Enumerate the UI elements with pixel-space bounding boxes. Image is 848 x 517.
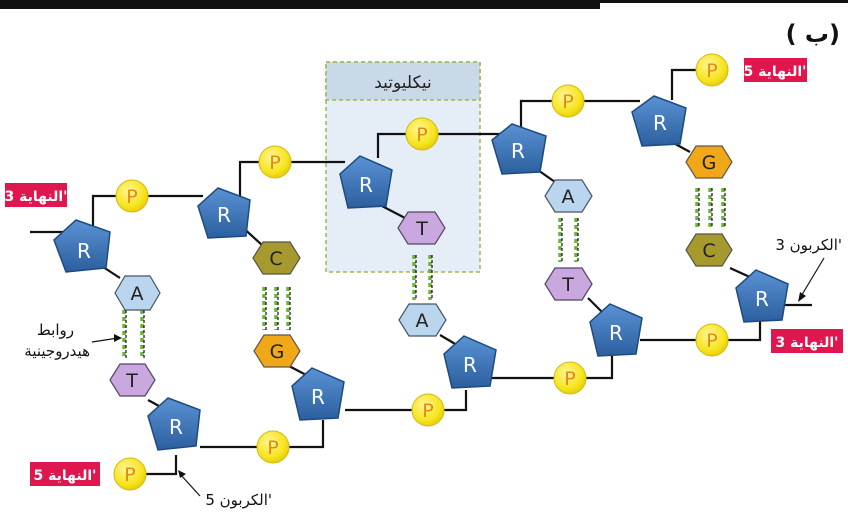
base-G-1: G <box>685 145 733 179</box>
carbon3-label: الكربون 3' <box>775 236 842 254</box>
phosphate-label: P <box>422 400 433 422</box>
sugar-label: R <box>609 321 623 345</box>
base-C-2: C <box>685 233 733 267</box>
sugar-groups: R R R R R R R R R R <box>53 95 789 451</box>
base-T-2: T <box>109 363 156 397</box>
hbonds-label-line1: روابط <box>37 321 74 339</box>
phosphate-10: P <box>695 323 729 357</box>
base-C-1: C <box>252 241 301 275</box>
base-label: C <box>702 240 715 262</box>
sugar-label: R <box>77 239 91 263</box>
base-T-3: T <box>544 267 593 301</box>
sugar-7: R <box>291 367 345 421</box>
end-label-text: النهاية 3' <box>776 335 839 351</box>
phosphate-label: P <box>564 368 575 390</box>
end-label-3-top-left: النهاية 3' <box>5 183 68 207</box>
phosphate-label: P <box>267 437 278 459</box>
bases: A C T A G C T G A T <box>109 145 733 397</box>
hydrogen-bonds <box>122 188 725 358</box>
base-label: A <box>416 310 429 332</box>
phosphate-3: P <box>405 117 439 151</box>
base-A-2: A <box>544 179 593 213</box>
annotation-hydrogen-bonds: روابط هيدروجينية <box>24 321 122 360</box>
annotation-carbon5: الكربون 5' <box>178 470 272 509</box>
phosphate-6: P <box>113 457 147 491</box>
phosphate-label: P <box>416 124 427 146</box>
phosphate-5: P <box>695 53 729 87</box>
base-label: G <box>270 341 285 363</box>
sugar-label: R <box>217 203 231 227</box>
phosphate-label: P <box>124 464 135 486</box>
base-label: G <box>702 152 717 174</box>
sugar-9: R <box>589 303 643 357</box>
sugar-2: R <box>197 187 251 239</box>
sugar-label: R <box>653 111 667 135</box>
base-T-1: T <box>397 211 446 245</box>
hbonds-label-line2: هيدروجينية <box>24 342 90 360</box>
phosphate-7: P <box>256 430 290 464</box>
end-label-text: النهاية 5' <box>744 64 807 80</box>
sugar-10: R <box>735 269 789 323</box>
end-label-text: النهاية 3' <box>5 189 68 205</box>
phosphate-label: P <box>706 60 717 82</box>
sugar-label: R <box>311 385 325 409</box>
sugar-label: R <box>511 139 525 163</box>
base-label: A <box>562 186 575 208</box>
base-label: T <box>125 370 138 392</box>
phosphate-2: P <box>258 145 292 179</box>
phosphate-4: P <box>551 84 585 118</box>
base-A-3: A <box>398 303 447 337</box>
carbon5-label: الكربون 5' <box>205 491 272 509</box>
phosphate-label: P <box>126 186 137 208</box>
base-G-2: G <box>253 334 301 368</box>
phosphate-label: P <box>706 330 717 352</box>
phosphate-9: P <box>553 361 587 395</box>
end-label-5-top-right: النهاية 5' <box>744 58 807 82</box>
top-border-bar-right <box>600 0 848 3</box>
phosphate-8: P <box>411 393 445 427</box>
sugar-4: R <box>491 123 547 175</box>
base-label: T <box>561 274 574 296</box>
phosphate-groups: P P P P P P P P P P <box>113 53 729 491</box>
annotation-carbon3: الكربون 3' <box>775 236 842 302</box>
top-border-bar <box>0 0 600 9</box>
sugar-label: R <box>359 173 373 197</box>
nucleotide-box-label: نيكليوتيد <box>374 73 432 93</box>
panel-label: ( ب) <box>786 20 840 48</box>
base-label: T <box>415 218 428 240</box>
sugar-3: R <box>339 155 393 209</box>
end-label-text: النهاية 5' <box>34 468 97 484</box>
end-label-3-bottom-right: النهاية 3' <box>771 329 843 353</box>
base-label: A <box>131 283 144 305</box>
sugar-1: R <box>53 219 111 273</box>
end-label-5-bottom-left: النهاية 5' <box>30 462 100 486</box>
base-A-1: A <box>114 275 161 311</box>
sugar-label: R <box>755 287 769 311</box>
phosphate-label: P <box>269 152 280 174</box>
phosphate-1: P <box>115 179 149 213</box>
sugar-8: R <box>443 335 497 389</box>
sugar-6: R <box>147 397 201 451</box>
base-label: C <box>269 248 282 270</box>
hydrogen-bond-shadows <box>125 188 726 358</box>
phosphate-label: P <box>562 91 573 113</box>
sugar-5: R <box>631 95 687 147</box>
sugar-label: R <box>463 353 477 377</box>
sugar-label: R <box>169 415 183 439</box>
